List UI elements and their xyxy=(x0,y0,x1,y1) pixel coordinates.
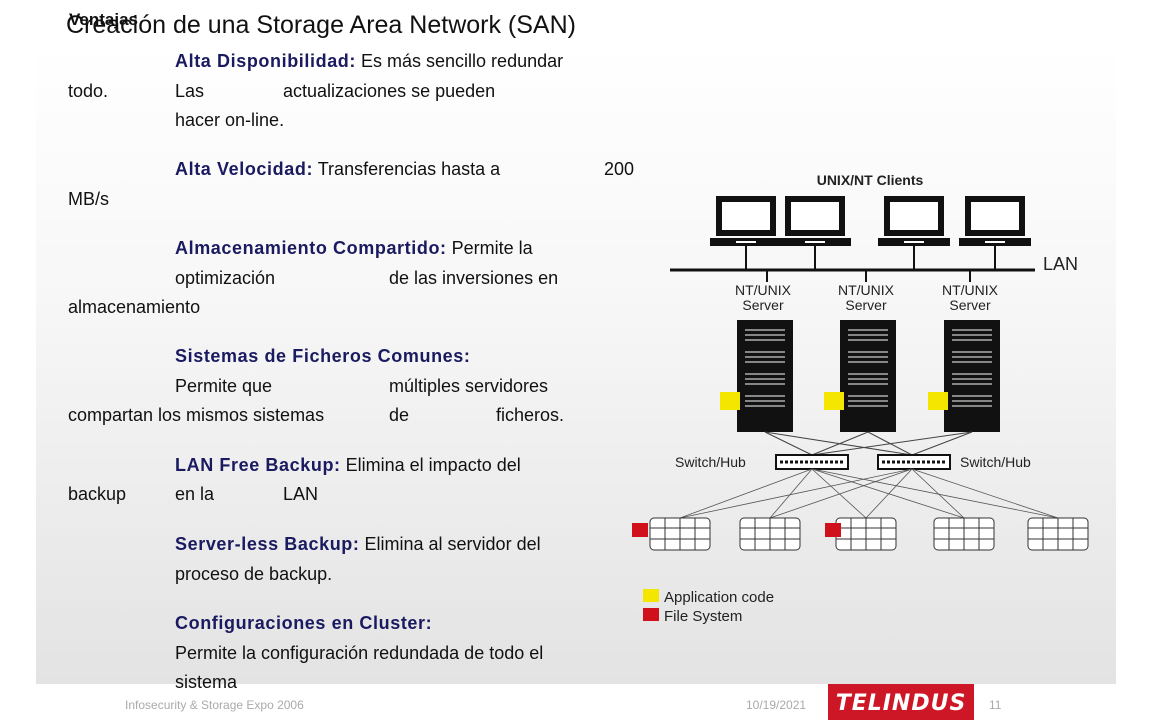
server-label: NT/UNIX xyxy=(838,282,895,298)
advantage-item: Alta Disponibilidad: Es más sencillo red… xyxy=(175,51,563,72)
slide-title: Creación de una Storage Area Network (SA… xyxy=(66,11,576,39)
item-text: ficheros. xyxy=(496,405,565,425)
item-text: Elimina al servidor del xyxy=(364,534,541,554)
item-text: LAN xyxy=(283,484,319,504)
advantage-item: Configuraciones en Cluster: xyxy=(175,613,432,634)
advantage-item: Alta Velocidad: Transferencias hasta a xyxy=(175,159,500,180)
section-label: Ventajas xyxy=(69,10,138,29)
item-text: MB/s xyxy=(68,189,110,209)
application-code-marker xyxy=(824,392,844,410)
client-computer xyxy=(779,196,851,246)
item-text: almacenamiento xyxy=(68,297,201,317)
clients-label: UNIX/NT Clients xyxy=(817,172,924,188)
item-text: Permite la configuración redundada de to… xyxy=(175,643,544,663)
item-text: compartan los mismos sistemas xyxy=(68,405,325,425)
logo-text: TELINDUS xyxy=(835,691,967,716)
telindus-logo: TELINDUS xyxy=(828,684,974,720)
advantage-item: Sistemas de Ficheros Comunes: xyxy=(175,346,471,367)
server-tower xyxy=(840,320,896,432)
file-system-marker xyxy=(632,523,648,537)
item-text: todo. xyxy=(68,81,109,101)
page-number: 11 xyxy=(989,698,1002,712)
switch-hub xyxy=(775,454,849,470)
server-tower xyxy=(944,320,1000,432)
switch-label: Switch/Hub xyxy=(960,454,1031,470)
client-computer xyxy=(959,196,1031,246)
file-system-marker xyxy=(825,523,841,537)
server-label: NT/UNIX xyxy=(735,282,792,298)
item-text: actualizaciones se pueden xyxy=(283,81,496,101)
storage-array xyxy=(1027,517,1089,551)
switch-hub xyxy=(877,454,951,470)
application-code-marker xyxy=(720,392,740,410)
slide-background xyxy=(36,40,1116,684)
server-label: NT/UNIX xyxy=(942,282,999,298)
san-diagram: UNIX/NT Clients LAN NT/UNIX Server NT/UN… xyxy=(632,172,1089,625)
item-text: 200 xyxy=(604,159,635,179)
item-text: Permite que xyxy=(175,376,273,396)
item-text: optimización xyxy=(175,268,276,288)
server-tower xyxy=(737,320,793,432)
storage-array xyxy=(835,517,897,551)
lan-label: LAN xyxy=(1043,254,1078,274)
server-label: Server xyxy=(742,297,784,313)
footer-event: Infosecurity & Storage Expo 2006 xyxy=(125,698,304,712)
item-text: en la xyxy=(175,484,215,504)
advantage-item: Almacenamiento Compartido: Permite la xyxy=(175,238,533,259)
item-text: proceso de backup. xyxy=(175,564,333,584)
item-text: sistema xyxy=(175,672,238,692)
legend-label: File System xyxy=(664,608,742,625)
item-heading: Configuraciones en Cluster: xyxy=(175,613,433,633)
item-text: Transferencias hasta a xyxy=(317,159,501,179)
server-label: Server xyxy=(845,297,887,313)
item-text: Las xyxy=(175,81,205,101)
storage-array xyxy=(649,517,711,551)
advantage-item: Server-less Backup: Elimina al servidor … xyxy=(175,534,541,555)
item-heading: Alta Disponibilidad: xyxy=(175,51,356,71)
switch-label: Switch/Hub xyxy=(675,454,746,470)
legend-swatch xyxy=(643,608,659,621)
client-computer xyxy=(878,196,950,246)
item-text: de las inversiones en xyxy=(389,268,559,288)
item-heading: LAN Free Backup: xyxy=(175,455,341,475)
item-text: backup xyxy=(68,484,127,504)
legend-swatch xyxy=(643,589,659,602)
item-text: múltiples servidores xyxy=(389,376,549,396)
advantage-item: LAN Free Backup: Elimina el impacto del xyxy=(175,455,521,476)
client-computer xyxy=(710,196,782,246)
item-heading: Alta Velocidad: xyxy=(175,159,314,179)
storage-array xyxy=(933,517,995,551)
legend-label: Application code xyxy=(664,589,774,606)
item-text: Permite la xyxy=(451,238,533,258)
application-code-marker xyxy=(928,392,948,410)
item-text: hacer on-line. xyxy=(175,110,285,130)
item-heading: Sistemas de Ficheros Comunes: xyxy=(175,346,471,366)
storage-array xyxy=(739,517,801,551)
item-heading: Almacenamiento Compartido: xyxy=(175,238,447,258)
item-text: Elimina el impacto del xyxy=(345,455,521,475)
item-heading: Server-less Backup: xyxy=(175,534,360,554)
server-label: Server xyxy=(949,297,991,313)
footer-date: 10/19/2021 xyxy=(746,698,807,712)
item-text: Es más sencillo redundar xyxy=(361,51,564,71)
item-text: de xyxy=(389,405,410,425)
